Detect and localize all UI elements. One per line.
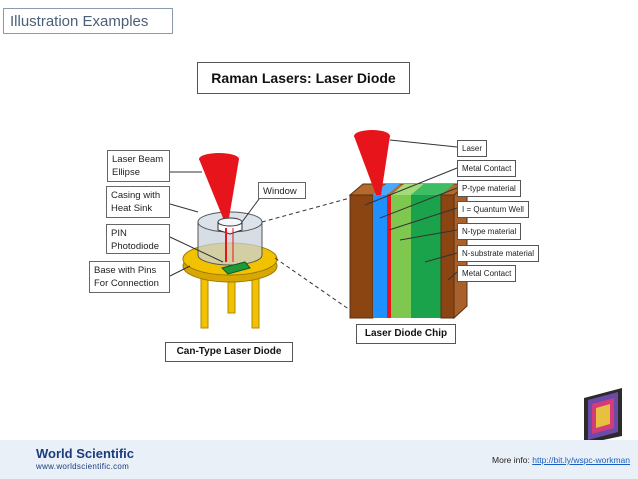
diagram-title: Raman Lasers: Laser Diode: [197, 62, 410, 94]
casing-heat-sink-label: Casing with Heat Sink: [106, 186, 170, 218]
more-info-label: More info:: [492, 455, 530, 465]
more-info: More info: http://bit.ly/wspc-workman: [492, 455, 630, 465]
can-beam: [199, 159, 239, 218]
chip-label-quantum-well: I = Quantum Well: [457, 201, 529, 218]
window-top: [217, 217, 243, 227]
base-pins-label: Base with Pins For Connection: [89, 261, 170, 293]
photodiode: [221, 261, 251, 275]
chip-quantum-well: [387, 195, 391, 318]
laser-beam-ellipse-label: Laser Beam Ellipse: [107, 150, 170, 182]
chip-beam: [354, 136, 390, 195]
chip-n-type: [391, 195, 411, 318]
brand-name: World Scientific: [36, 446, 134, 461]
pin-photodiode-label: PIN Photodiode: [106, 224, 170, 254]
chip-label-laser: Laser: [457, 140, 488, 157]
section-title: Illustration Examples: [3, 8, 173, 34]
can-type-caption: Can-Type Laser Diode: [165, 342, 293, 362]
more-info-link[interactable]: http://bit.ly/wspc-workman: [532, 455, 630, 465]
brand-url: www.worldscientific.com: [36, 462, 130, 471]
chip-metal-left: [349, 194, 374, 319]
chip-p-type: [373, 195, 387, 318]
chip-label-metal-contact-bottom: Metal Contact: [457, 265, 517, 282]
chip-label-p-type: P-type material: [457, 180, 521, 197]
window-label: Window: [258, 182, 306, 199]
chip-label-n-substrate: N-substrate material: [457, 245, 540, 262]
book-stack-icon: [584, 388, 622, 444]
footer-bar: [0, 440, 638, 479]
chip-n-substrate: [411, 195, 441, 318]
laser-diode-chip-caption: Laser Diode Chip: [356, 324, 456, 344]
chip-metal-right: [440, 194, 455, 319]
chip-label-n-type: N-type material: [457, 223, 522, 240]
chip-label-metal-contact-top: Metal Contact: [457, 160, 517, 177]
